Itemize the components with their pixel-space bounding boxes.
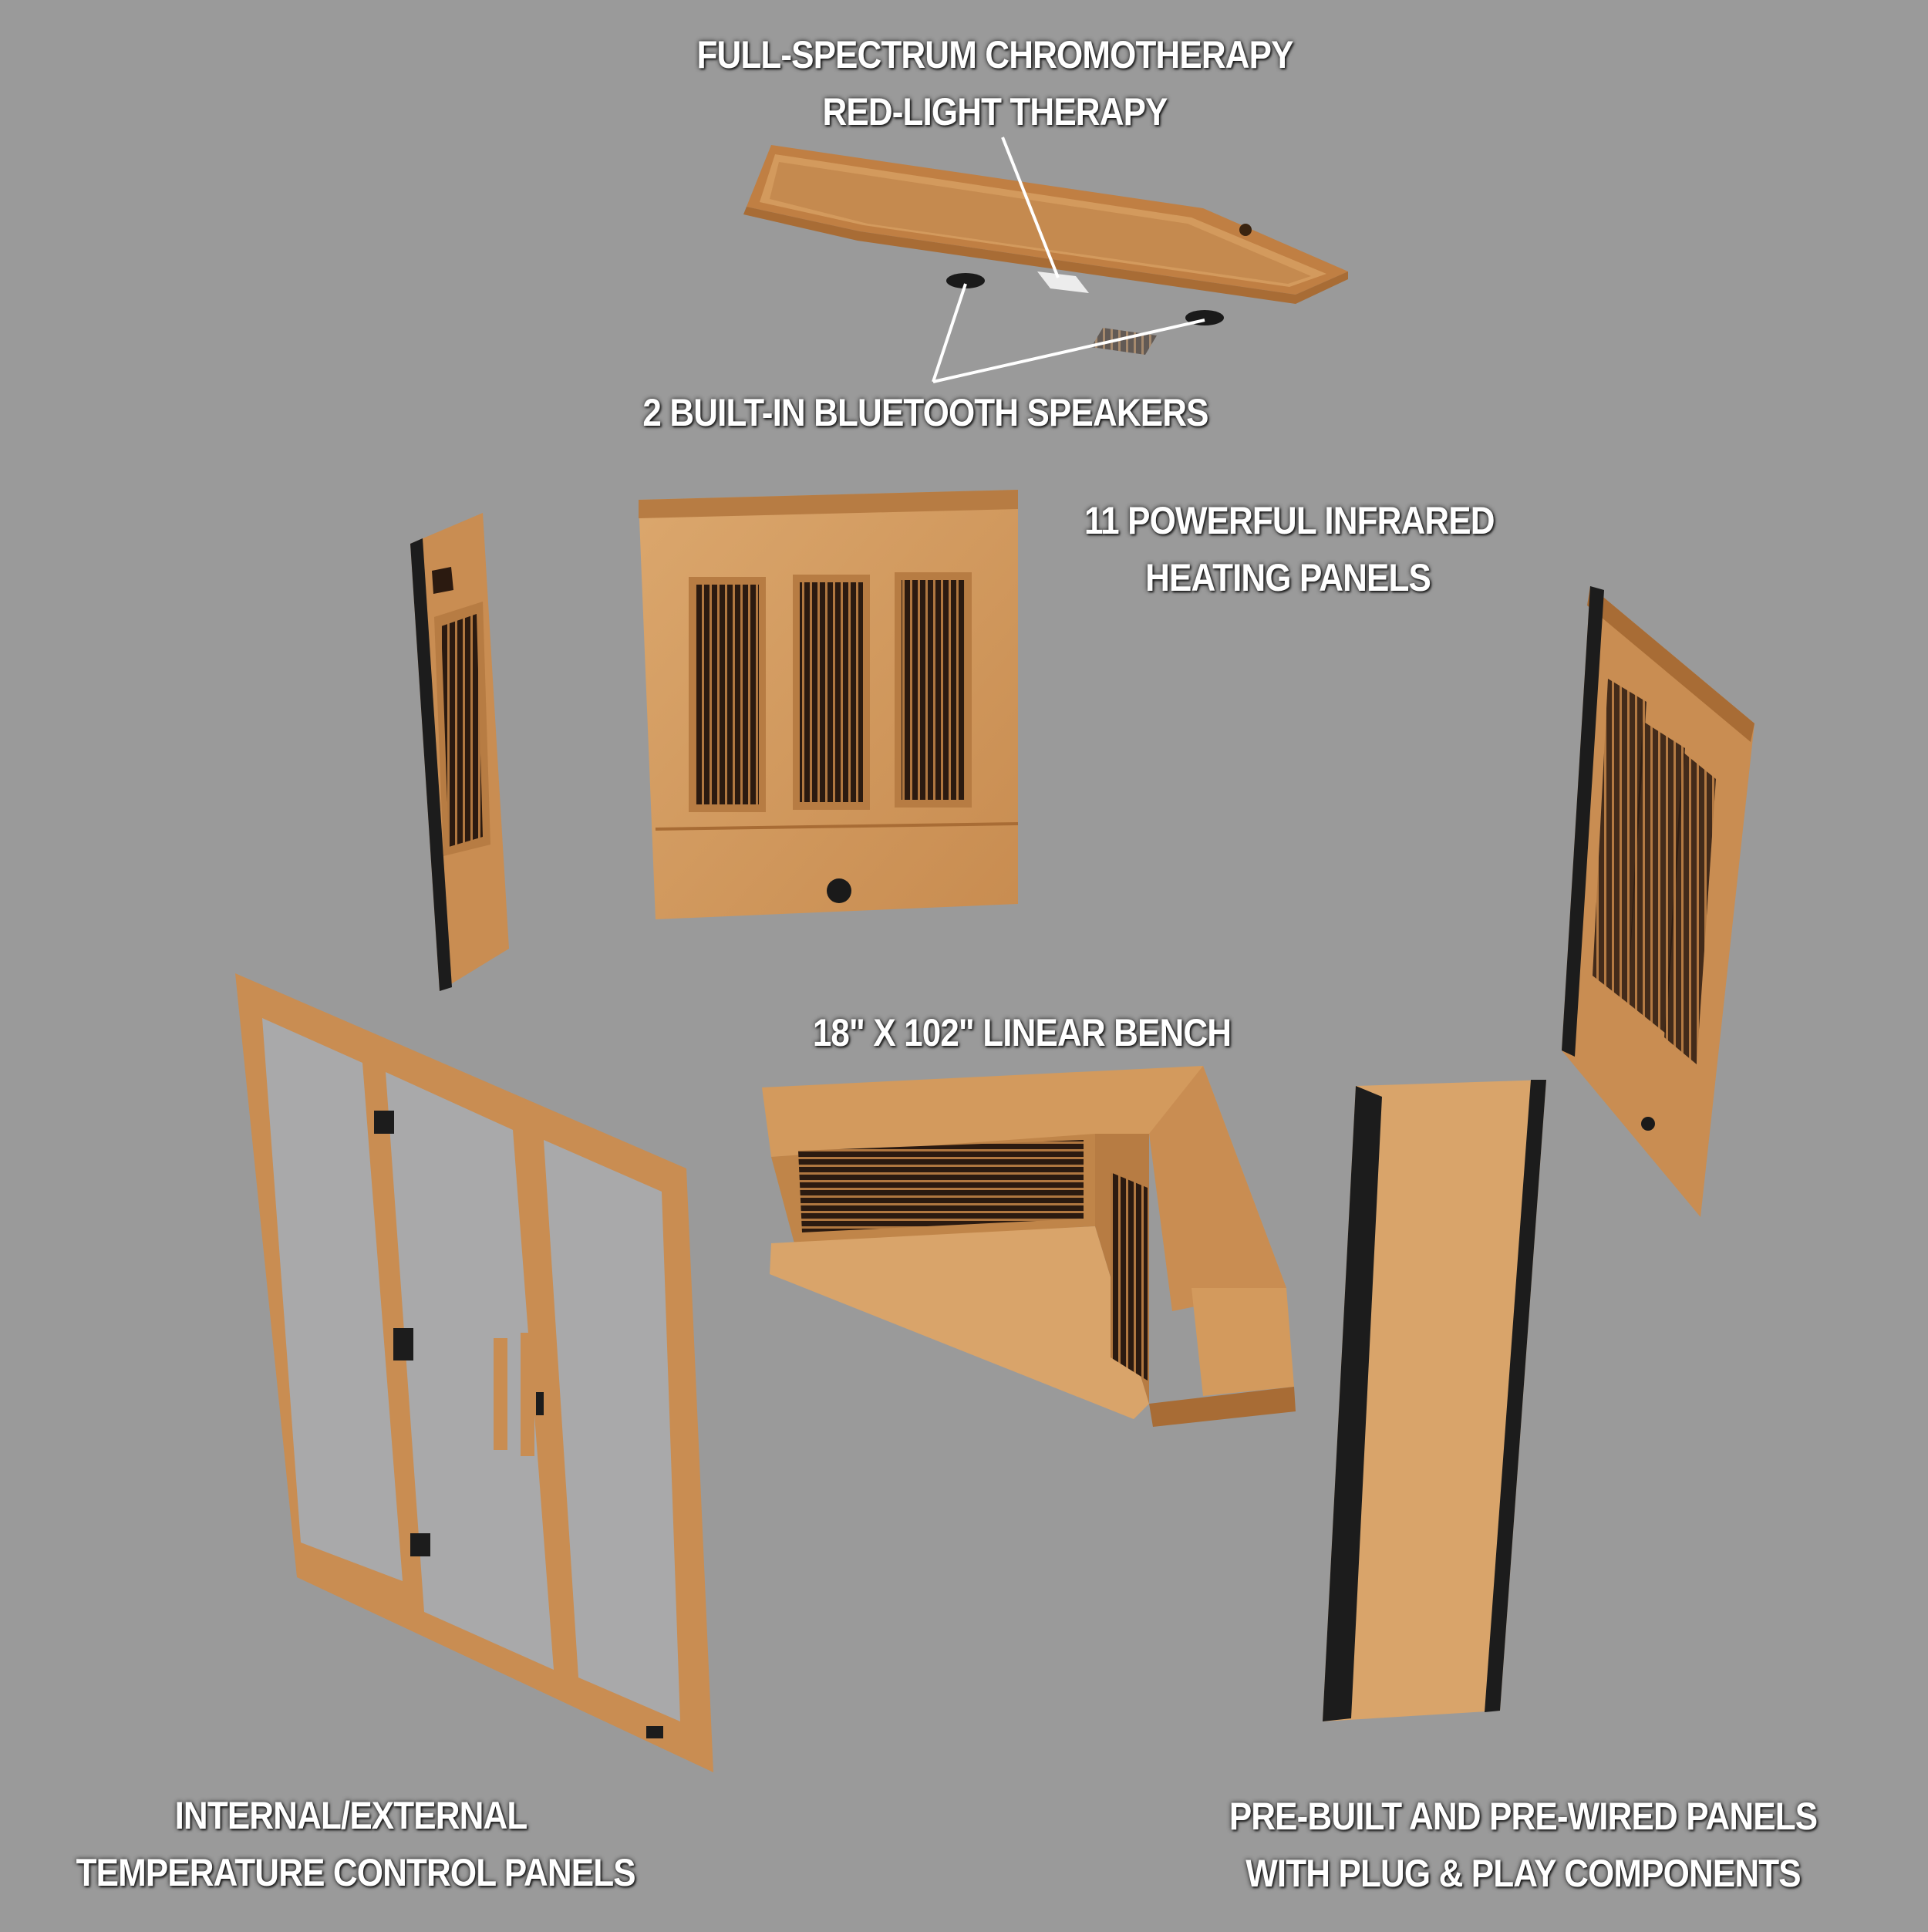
- linear-bench: [762, 1066, 1296, 1427]
- right-side-panel: [1562, 586, 1754, 1217]
- label-bench: 18" X 102" LINEAR BENCH: [801, 1004, 1242, 1061]
- front-narrow-panel: [1323, 1080, 1546, 1721]
- label-chromotherapy: FULL-SPECTRUM CHROMOTHERAPY RED-LIGHT TH…: [696, 26, 1293, 140]
- callout-lines: [932, 137, 1205, 383]
- label-chromotherapy-line1: FULL-SPECTRUM CHROMOTHERAPY: [696, 33, 1293, 76]
- back-wall-panel: [639, 490, 1019, 919]
- label-temperature-line1: INTERNAL/EXTERNAL: [174, 1794, 528, 1837]
- speaker-left-icon: [946, 273, 985, 288]
- callout-line-chromotherapy: [1001, 137, 1060, 278]
- label-temperature: INTERNAL/EXTERNAL TEMPERATURE CONTROL PA…: [76, 1787, 636, 1901]
- callout-line-speaker-left: [932, 283, 967, 383]
- label-prebuilt-line1: PRE-BUILT AND PRE-WIRED PANELS: [1229, 1795, 1818, 1838]
- label-heating: 11 POWERFUL INFRARED HEATING PANELS: [1084, 492, 1495, 606]
- label-bench-line1: 18" X 102" LINEAR BENCH: [812, 1011, 1232, 1054]
- label-chromotherapy-line2: RED-LIGHT THERAPY: [822, 90, 1168, 133]
- label-speakers: 2 BUILT-IN BLUETOOTH SPEAKERS: [627, 384, 1224, 441]
- callout-line-speaker-right: [932, 319, 1205, 383]
- label-heating-line2: HEATING PANELS: [1145, 556, 1431, 599]
- label-prebuilt: PRE-BUILT AND PRE-WIRED PANELS WITH PLUG…: [1228, 1788, 1818, 1902]
- label-heating-line1: 11 POWERFUL INFRARED: [1084, 499, 1495, 542]
- label-speakers-line1: 2 BUILT-IN BLUETOOTH SPEAKERS: [642, 391, 1208, 434]
- front-door-panel: [235, 973, 713, 1772]
- label-prebuilt-line2: WITH PLUG & PLAY COMPONENTS: [1245, 1852, 1801, 1895]
- ceiling-panel: [743, 145, 1348, 355]
- label-temperature-line2: TEMPERATURE CONTROL PANELS: [76, 1851, 636, 1894]
- chromotherapy-light-icon: [1037, 271, 1089, 293]
- left-side-panel: [410, 513, 509, 991]
